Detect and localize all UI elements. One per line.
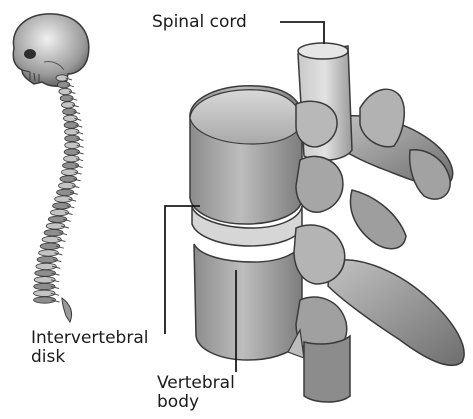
label-intervertebral-disk: Intervertebral disk xyxy=(31,329,148,367)
facet-joint-upper-drawing xyxy=(296,101,337,147)
label-spinal-cord: Spinal cord xyxy=(152,13,247,32)
skeleton-spine-illustration xyxy=(13,14,88,322)
facet-joint-middle-drawing xyxy=(296,157,343,213)
label-vertebral-body-line-1: Vertebral xyxy=(157,374,235,393)
leader-line-spinal-cord xyxy=(280,22,324,44)
skull-drawing xyxy=(13,14,88,86)
label-intervertebral-disk-line-2: disk xyxy=(31,348,148,367)
label-vertebral-body: Vertebral body xyxy=(157,374,235,412)
vertebral-body-lower-drawing xyxy=(194,242,302,360)
facet-joint-lower-drawing xyxy=(294,225,345,284)
vertebrae-closeup-illustration xyxy=(190,43,464,402)
label-intervertebral-disk-line-1: Intervertebral xyxy=(31,329,148,348)
sacrum-drawing xyxy=(62,298,72,322)
label-vertebral-body-line-2: body xyxy=(157,393,235,412)
vertebral-column-drawing xyxy=(34,75,84,322)
